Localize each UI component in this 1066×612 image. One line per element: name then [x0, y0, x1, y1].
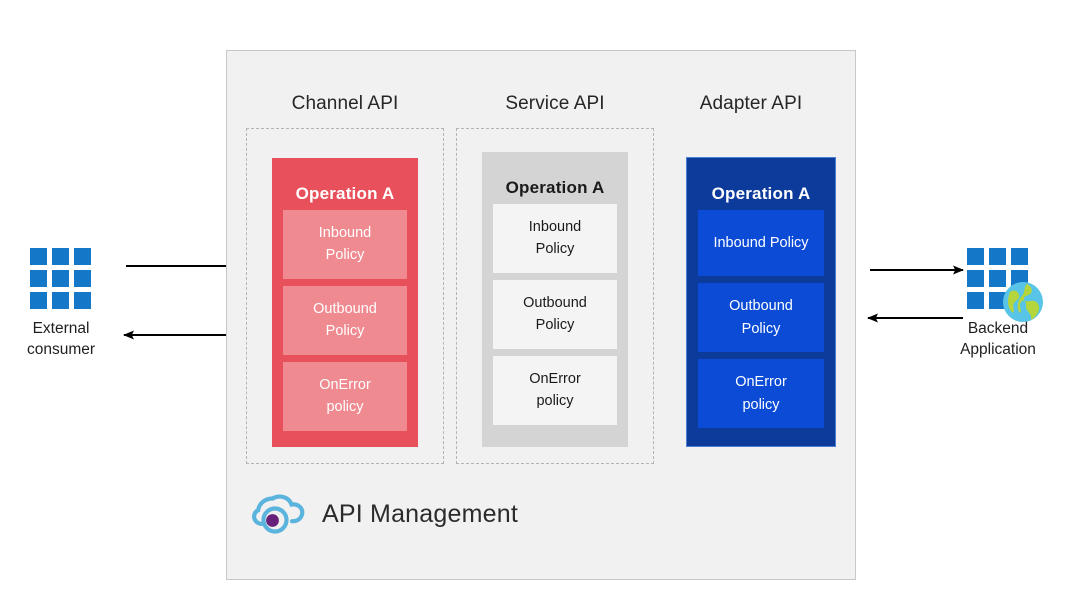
channel-api-group-box — [246, 128, 444, 464]
policy-inbound-adapter[interactable]: Inbound Policy — [698, 210, 824, 277]
api-management-label: API Management — [322, 499, 518, 528]
service-api-group-box — [456, 128, 654, 464]
globe-icon — [1003, 282, 1043, 322]
api-management-brand: API Management — [252, 492, 518, 536]
operation-title-service: Operation A — [505, 178, 605, 197]
policy-label: Inbound Policy — [713, 235, 809, 251]
app-grid-icon — [30, 248, 92, 310]
column-title-channel-api: Channel API — [291, 93, 399, 114]
column-title-service-api: Service API — [505, 93, 605, 114]
app-grid-globe-icon — [967, 248, 1043, 322]
cloud-icon — [252, 494, 305, 534]
operation-title-channel: Operation A — [295, 184, 395, 203]
operation-title-adapter: Operation A — [711, 184, 811, 203]
column-title-adapter-api: Adapter API — [699, 93, 803, 114]
